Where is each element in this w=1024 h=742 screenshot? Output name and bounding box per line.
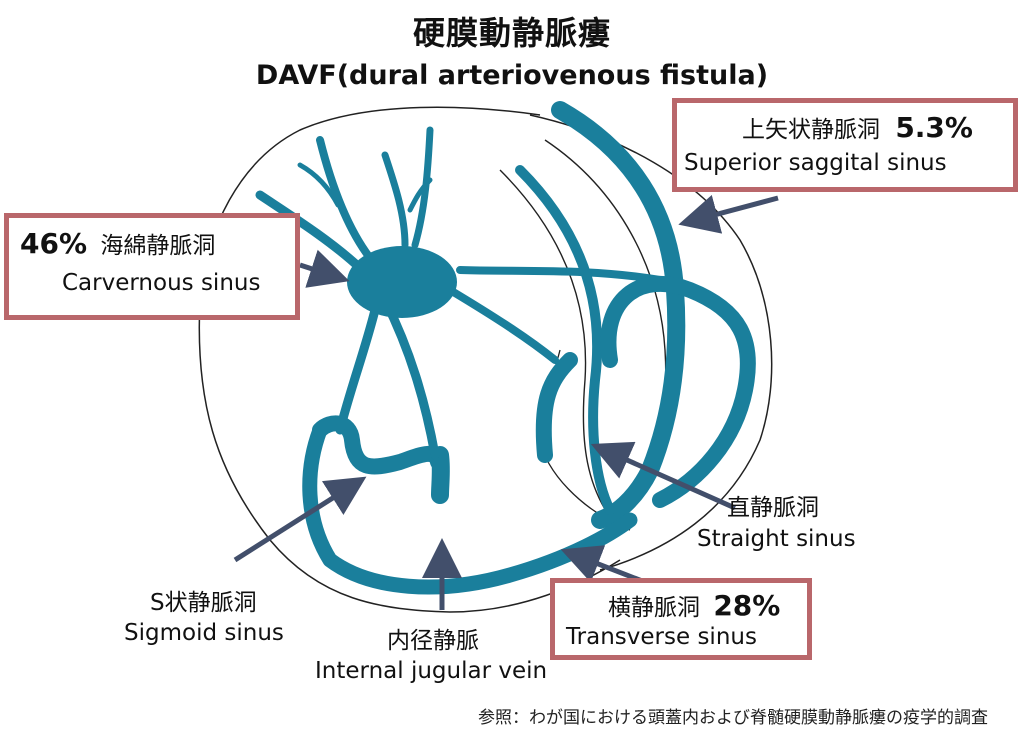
- transverse-label-en: Transverse sinus: [566, 624, 757, 650]
- reference-note: 参照：わが国における頭蓋内および脊髄硬膜動静脈瘻の疫学的調査: [478, 708, 988, 728]
- cavernous-box: [4, 213, 300, 320]
- skull-outer-line: [529, 114, 773, 571]
- superior-sagittal-jp-text: 上矢状静脈洞: [742, 117, 880, 143]
- transverse-jp-text: 横静脈洞: [608, 595, 700, 621]
- cortical-vein-1: [255, 190, 365, 273]
- transverse-box: [550, 578, 812, 660]
- head-outline-lower: [198, 299, 621, 613]
- superior-sagittal-pct: 5.3%: [895, 111, 973, 144]
- jugular-label-en: Internal jugular vein: [315, 658, 548, 684]
- straight-sinus-vessel: [535, 352, 578, 463]
- cavernous-pct: 46%: [20, 227, 88, 260]
- connecting-vein-2: [446, 286, 559, 364]
- cortical-vein-4: [411, 126, 434, 249]
- arrow-straight: [590, 441, 737, 511]
- title-english: DAVF(dural arteriovenous fistula): [255, 60, 769, 91]
- descending-vein-left: [335, 305, 380, 435]
- descending-vein-right: [380, 295, 440, 460]
- sigmoid-label-en: Sigmoid sinus: [124, 620, 284, 646]
- transverse-label-jp: 横静脈洞 28%: [608, 588, 780, 622]
- connecting-vein: [456, 266, 664, 284]
- right-loop: [600, 275, 756, 508]
- superior-sagittal-label-jp: 上矢状静脈洞 5.3%: [742, 110, 973, 144]
- cortical-vein-5: [297, 162, 341, 208]
- cavernous-sinus-vessel: [347, 246, 457, 318]
- sigmoid-label-jp: S状静脈洞: [150, 590, 257, 616]
- superior-sagittal-box: [672, 98, 1018, 192]
- cortical-vein-6: [407, 177, 433, 213]
- jugular-label-jp: 内径静脈: [387, 628, 479, 654]
- straight-label-en: Straight sinus: [697, 526, 856, 552]
- cavernous-jp-text: 海綿静脈洞: [100, 233, 216, 259]
- superior-sagittal-sinus: [551, 101, 686, 529]
- cavernous-label-jp: 46% 海綿静脈洞: [20, 226, 215, 260]
- cavernous-label-en: Carvernous sinus: [62, 270, 261, 296]
- arrow-superior-sagittal: [678, 194, 779, 234]
- cortical-vein-3: [381, 151, 409, 249]
- superior-sagittal-label-en: Superior saggital sinus: [684, 150, 947, 176]
- cortical-vein-2: [316, 136, 374, 262]
- title-japanese: 硬膜動静脈瘻: [412, 14, 611, 52]
- transverse-pct: 28%: [713, 589, 781, 622]
- arrow-cavernous: [299, 249, 350, 288]
- falx-line-1: [499, 169, 621, 531]
- straight-label-jp: 直静脈洞: [727, 495, 819, 521]
- arrow-sigmoid: [233, 476, 367, 563]
- internal-jugular-vessel: [431, 446, 450, 504]
